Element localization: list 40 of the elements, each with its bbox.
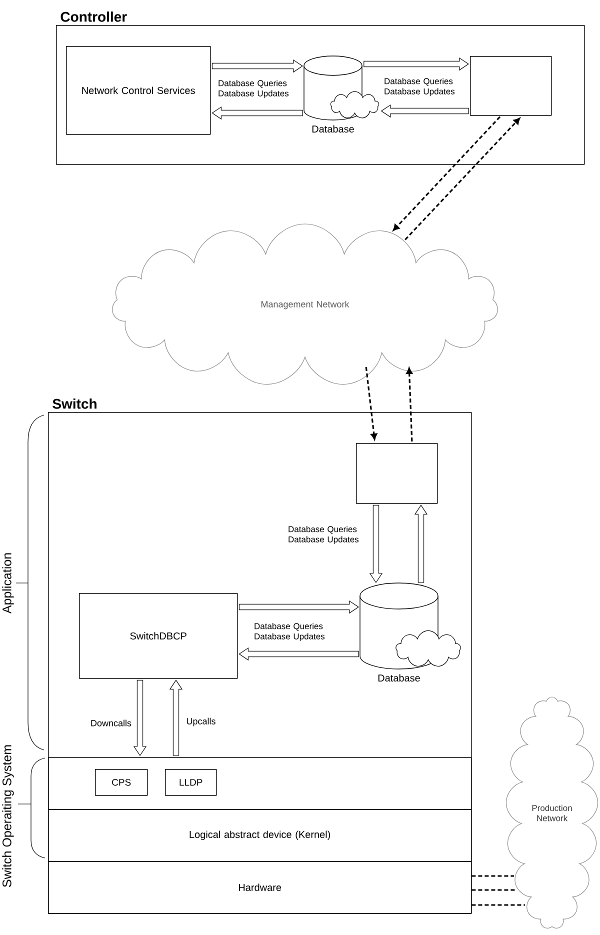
edge-label: Database Queries Database Updates: [254, 622, 325, 642]
edge-label: Database Queries Database Updates: [384, 78, 455, 96]
edge-label: Downcalls: [91, 720, 132, 726]
block-arrow: [212, 59, 304, 73]
dashed-line: [472, 904, 525, 906]
layer-band: [48, 757, 472, 810]
block-arrow: [169, 680, 183, 756]
block-arrow: [133, 680, 147, 756]
block-arrow: [238, 600, 360, 614]
module-box: CPS: [95, 769, 148, 796]
dashed-arrow: [365, 366, 378, 440]
heading: Switch: [52, 398, 96, 409]
side-label: Switch Operaiting System: [2, 745, 14, 887]
dashed-arrow: [404, 118, 520, 240]
block-arrow: [364, 57, 470, 71]
block-arrow: [380, 104, 469, 118]
component-box: SwitchDBCP: [79, 593, 238, 679]
block-arrow: [369, 504, 383, 584]
layer-band: Logical abstract device (Kernel): [48, 809, 472, 862]
component-box: Network Control Services: [66, 46, 211, 135]
block-arrow: [212, 106, 303, 120]
module-box: LLDP: [165, 769, 217, 796]
dashed-arrow: [406, 368, 413, 442]
dashed-arrow: [392, 116, 501, 231]
component-box: [470, 56, 552, 116]
cylinder-label: Database: [378, 674, 420, 682]
dashed-line: [472, 875, 514, 877]
edge-label: Database Queries Database Updates: [288, 526, 359, 544]
block-arrow: [414, 504, 428, 583]
network-cloud: Production Network: [506, 696, 598, 928]
dashed-line: [472, 889, 515, 891]
heading: Controller: [60, 12, 127, 22]
network-cloud: Management Network: [112, 224, 498, 385]
edge-label: Database Queries Database Updates: [218, 80, 289, 98]
layer-band: Hardware: [48, 861, 472, 914]
cylinder-label: Database: [312, 125, 354, 133]
edge-label: Upcalls: [186, 718, 216, 726]
side-label: Application: [2, 553, 14, 614]
block-arrow: [238, 647, 359, 661]
component-box: [356, 443, 438, 504]
